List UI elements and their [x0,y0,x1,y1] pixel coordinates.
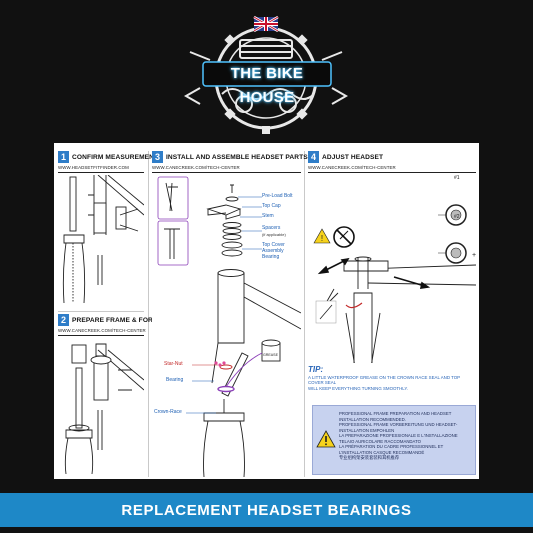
warning-line: PROFESSIONAL FRAME PREPARATION AND HEADS… [339,411,452,416]
step-number: 3 [152,151,163,163]
part-label-lower-bearing: Bearing [166,377,184,383]
warning-line: PROFESSIONAL FRAME VORBEREITUNG UND HEAD… [339,422,458,427]
tip-body-line-1: A LITTLE WATERPROOF GREASE ON THE CROWN … [308,375,460,386]
part-label-pre-load-bolt: Pre-Load Bolt [262,193,293,199]
step-number: 4 [308,151,319,163]
part-label-star-nut: Star-Nut [164,361,183,367]
step-number: 2 [58,314,69,326]
step-header: 1 CONFIRM MEASUREMENTS [58,151,163,163]
tip-body-line-2: WILL KEEP EVERYTHING TURNING SMOOTHLY. [308,385,408,391]
header-rule [308,172,476,173]
step-url: WWW.CANECREEK.COM/TECH-CENTER [58,328,146,333]
svg-text:!: ! [321,234,323,243]
measurement-drawing-icon [62,175,144,304]
warning-line: LA PRÉPARATION DU CADRE PROFESSIONNEL ET [339,444,444,449]
part-label-crown-race: Crown-Race [154,409,182,415]
adjust-drawing-icon: ! + [313,204,476,363]
step-url: WWW.CANECREEK.COM/TECH-CENTER [308,165,396,170]
step-title: INSTALL AND ASSEMBLE HEADSET PARTS [166,153,308,161]
adjust-mark-2: #2 [454,214,460,220]
adjust-mark-1: #1 [454,175,460,181]
warning-line: LA PREPARAZIONE PROFESSIONALE E L'INSTAL… [339,433,458,438]
part-label-top-cover: Top Cover [262,242,285,248]
tip-title: TIP: [308,365,324,374]
instruction-sheet: 1 CONFIRM MEASUREMENTS WWW.HEADSETFITFIN… [54,143,479,479]
step-title: ADJUST HEADSET [322,153,384,161]
part-label-assembly: Assembly [262,248,284,254]
step-install-assemble: 3 INSTALL AND ASSEMBLE HEADSET PARTS WWW… [152,151,308,477]
warning-line: TELAIO AURICOLARE RACCOMANDATO [339,438,421,444]
step-title: CONFIRM MEASUREMENTS [72,153,163,161]
step-prepare-frame-fork: 2 PREPARE FRAME & FORK WWW.CANECREEK.COM… [58,314,158,477]
tip-box: TIP: A LITTLE WATERPROOF GREASE ON THE C… [308,365,476,403]
column-divider [304,151,305,477]
part-label-top-cap: Top Cap [262,203,281,209]
warning-line: INSTALLATION EMPOHLEN [339,427,395,433]
part-label-spacers: Spacers [262,225,281,231]
header-rule [152,172,301,173]
header-rule [58,335,144,336]
banner-title: REPLACEMENT HEADSET BEARINGS [121,501,412,519]
step-confirm-measurements: 1 CONFIRM MEASUREMENTS WWW.HEADSETFITFIN… [58,151,163,309]
warning-line: L'INSTALLATION CASQUE RECOMMANDÉ [339,449,425,455]
step-header: 2 PREPARE FRAME & FORK [58,314,158,326]
warning-box: PROFESSIONAL FRAME PREPARATION AND HEADS… [312,405,476,475]
svg-text:+: + [472,252,476,259]
step-header: 3 INSTALL AND ASSEMBLE HEADSET PARTS [152,151,308,163]
product-banner: REPLACEMENT HEADSET BEARINGS [0,493,533,527]
step-number: 1 [58,151,69,163]
headset-exploded-drawing-icon [157,176,301,477]
warning-line: INSTALLATION RECOMMENDED. [339,416,406,422]
header-rule [58,172,144,173]
part-label-bearing: Bearing [262,254,280,260]
step-header: 4 ADJUST HEADSET [308,151,383,163]
frame-fork-drawing-icon [64,343,144,475]
brand-logo: THE BIKE HOUSE [0,0,533,140]
column-divider [148,151,149,477]
row-divider [58,311,144,312]
logo-emblem-icon [183,15,349,134]
warning-line: 专业组构架安装套装和耳机推荐 [339,455,400,460]
step-title: PREPARE FRAME & FORK [72,316,158,324]
logo-text: THE BIKE HOUSE [230,65,304,106]
warning-triangle-icon [316,430,336,448]
step-url: WWW.CANECREEK.COM/TECH-CENTER [152,165,240,170]
warning-text: PROFESSIONAL FRAME PREPARATION AND HEADS… [339,411,473,461]
grease-label: GREASE [263,353,278,357]
part-label-stem: Stem [262,213,274,219]
step-adjust-headset: 4 ADJUST HEADSET WWW.CANECREEK.COM/TECH-… [308,151,476,477]
part-label-spacers-note: (if applicable) [262,232,286,237]
step-url: WWW.HEADSETFITFINDER.COM [58,165,129,170]
